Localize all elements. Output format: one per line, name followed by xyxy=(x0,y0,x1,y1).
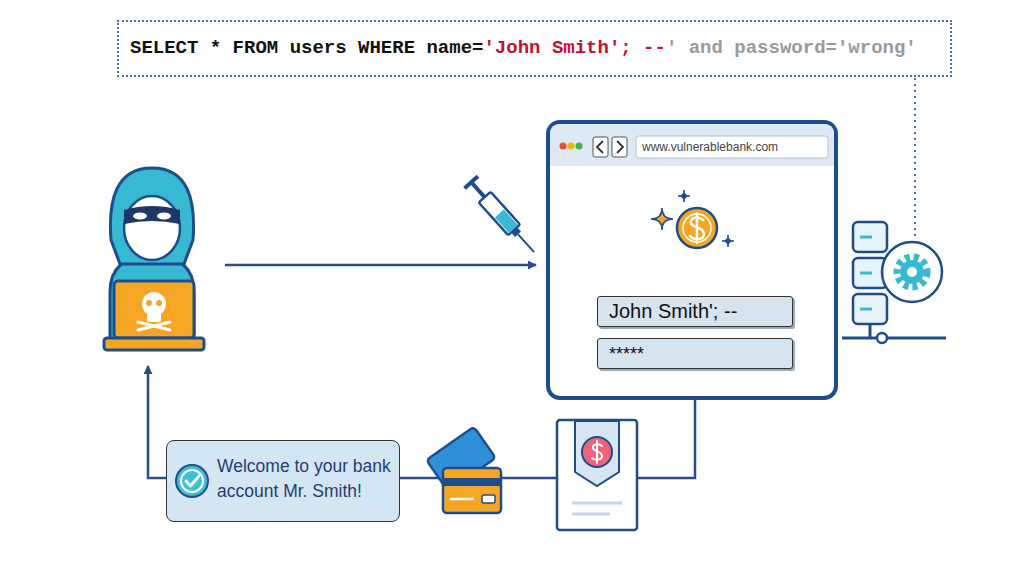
node-text: 'John Smith'; -- xyxy=(483,37,665,59)
browser-frame: www.vulnerablebank.comJohn Smith'; -- ***… xyxy=(546,120,838,400)
leader-line xyxy=(914,78,916,240)
server-icon xyxy=(877,333,887,343)
browser-window xyxy=(548,122,836,398)
dollar-coin xyxy=(690,213,704,243)
statement-document xyxy=(572,502,622,505)
dollar-coin xyxy=(677,208,717,248)
credit-cards xyxy=(443,468,501,513)
server-icon xyxy=(853,294,887,324)
statement-document xyxy=(575,421,619,486)
server-icon xyxy=(882,242,942,302)
attack-arrow xyxy=(225,264,536,267)
welcome-message: Welcome to your bank account Mr. Smith! xyxy=(166,440,400,522)
flow-connector xyxy=(400,400,695,478)
statement-document xyxy=(557,420,637,530)
username-field: John Smith'; -- xyxy=(597,296,793,327)
syringe-icon xyxy=(470,181,486,199)
hacker-figure xyxy=(124,206,180,224)
hacker-figure xyxy=(104,168,204,350)
credit-cards xyxy=(443,478,501,486)
credit-cards xyxy=(426,427,501,513)
server-icon xyxy=(842,222,946,343)
hacker-figure xyxy=(133,213,147,220)
credit-cards xyxy=(482,495,495,503)
statement-document xyxy=(557,420,637,530)
node-text: ***** xyxy=(609,339,792,369)
hacker-figure xyxy=(157,213,171,220)
query-box: SELECT * FROM users WHERE name='John Smi… xyxy=(117,20,952,77)
browser-window xyxy=(568,143,575,150)
browser-window xyxy=(560,143,567,150)
node-text: ' and password='wrong' xyxy=(666,37,917,59)
server-icon xyxy=(869,324,872,338)
credit-cards xyxy=(426,427,495,491)
server-icon xyxy=(842,337,946,340)
hacker-figure xyxy=(114,281,194,338)
server-icon xyxy=(907,267,917,277)
server-icon xyxy=(860,308,872,311)
node-text: www.vulnerablebank.com xyxy=(636,136,828,158)
browser-window xyxy=(617,141,623,153)
hacker-figure xyxy=(138,322,170,330)
node-text: Welcome to your bank account Mr. Smith! xyxy=(217,454,399,504)
check-badge xyxy=(186,476,199,486)
dollar-coin xyxy=(651,208,673,230)
node-text: John Smith'; -- xyxy=(609,297,792,325)
syringe-icon xyxy=(463,175,541,258)
return-arrow xyxy=(148,366,166,478)
statement-document xyxy=(592,441,602,463)
hacker-figure xyxy=(147,310,161,322)
syringe-icon xyxy=(518,234,534,252)
statement-document xyxy=(572,513,610,516)
browser-window xyxy=(636,136,828,158)
hacker-figure xyxy=(104,338,204,350)
browser-window xyxy=(548,122,836,398)
hacker-figure xyxy=(110,256,194,345)
dollar-coin xyxy=(722,235,734,247)
check-badge xyxy=(181,470,203,492)
browser-window xyxy=(593,137,608,157)
server-icon xyxy=(900,260,924,284)
hacker-figure xyxy=(110,168,193,264)
statement-document xyxy=(582,437,612,467)
check-badge xyxy=(176,465,208,497)
browser-window xyxy=(576,143,583,150)
credit-cards xyxy=(450,498,474,501)
browser-window xyxy=(597,141,603,153)
browser-window xyxy=(612,137,627,157)
dollar-coin xyxy=(651,190,734,248)
server-icon xyxy=(853,222,887,252)
server-icon xyxy=(860,272,872,275)
hacker-figure xyxy=(156,300,162,306)
hacker-figure xyxy=(146,300,152,306)
dollar-coin xyxy=(683,214,711,242)
password-field: ***** xyxy=(597,338,793,369)
browser-window xyxy=(550,124,834,166)
hacker-figure xyxy=(124,196,180,260)
dollar-coin xyxy=(678,190,690,202)
node-text: SELECT * FROM users WHERE name= xyxy=(130,37,483,59)
syringe-icon xyxy=(479,192,520,235)
check-badge xyxy=(176,465,208,497)
server-icon xyxy=(860,236,872,239)
server-icon xyxy=(897,257,927,287)
